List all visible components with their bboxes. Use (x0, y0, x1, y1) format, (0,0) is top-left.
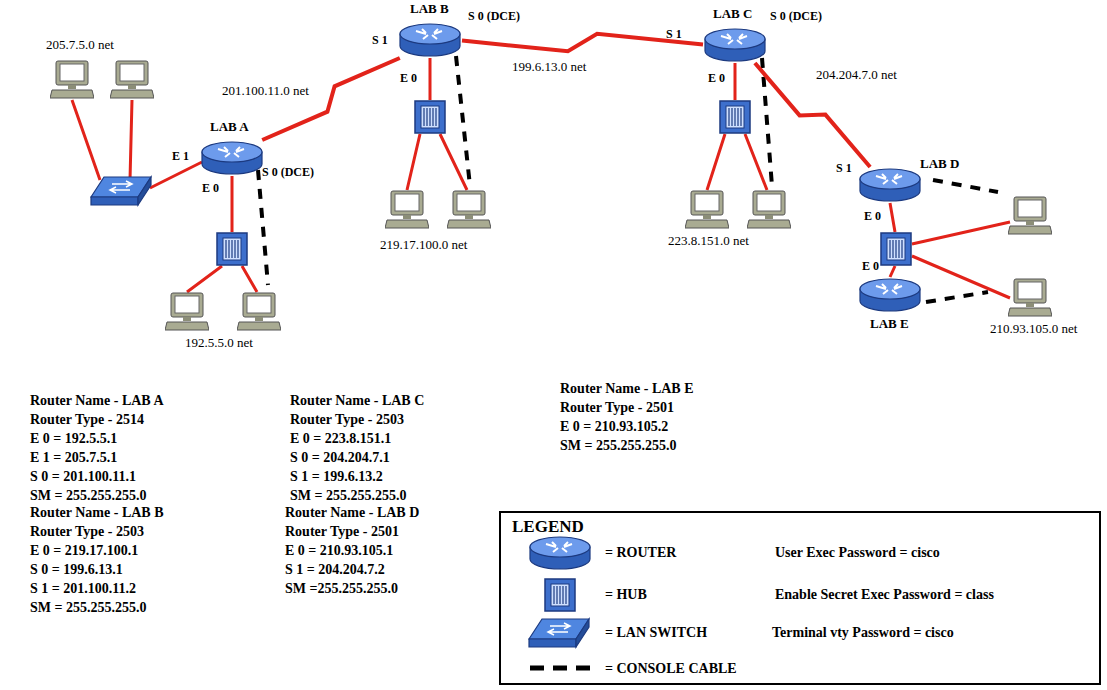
console-cables (258, 56, 998, 302)
serial-link (262, 58, 400, 140)
router-spec: E 1 = 205.7.5.1 (30, 450, 117, 466)
network-label: 219.17.100.0 net (380, 238, 467, 253)
router-spec: Router Name - LAB C (290, 393, 424, 409)
pc-icon (1008, 279, 1052, 316)
router-spec: E 0 = 210.93.105.2 (560, 419, 668, 435)
router-spec: S 0 = 199.6.13.1 (30, 562, 123, 578)
router-spec: SM = 255.255.255.0 (290, 488, 406, 504)
legend-text: = HUB (605, 587, 647, 603)
password-note: Terminal vty Password = cisco (772, 625, 954, 641)
router-icon (703, 27, 767, 63)
link-network-label: 199.6.13.0 net (512, 60, 586, 75)
link-network-label: 204.204.7.0 net (816, 68, 897, 83)
router: LAB D (858, 167, 922, 203)
lan-switch-icon (91, 177, 151, 205)
port-label: E 0 (400, 72, 417, 86)
legend-text: = LAN SWITCH (605, 625, 707, 641)
router-icon (858, 277, 922, 313)
legend-text: = ROUTER (605, 545, 676, 561)
hub-icon (720, 101, 750, 133)
pc-icon (237, 293, 281, 330)
network-label: 192.5.5.0 net (185, 336, 253, 351)
router-icon (858, 167, 922, 203)
password-note: User Exec Password = cisco (775, 545, 940, 561)
port-label: E 0 (864, 210, 881, 224)
router-spec: SM =255.255.255.0 (285, 581, 398, 597)
port-label: E 0 (708, 72, 725, 86)
router-spec: SM = 255.255.255.0 (30, 600, 146, 616)
router-spec: S 1 = 201.100.11.2 (30, 581, 136, 597)
router-spec: Router Type - 2503 (290, 412, 404, 428)
router: LAB B (398, 22, 462, 58)
pc-icon (50, 61, 94, 98)
pc-icon (747, 191, 791, 228)
legend-text: = CONSOLE CABLE (605, 661, 737, 677)
router-spec: SM = 255.255.255.0 (30, 488, 146, 504)
router-spec: E 0 = 192.5.5.1 (30, 431, 117, 447)
port-label: S 1 (372, 34, 388, 48)
router-spec: Router Type - 2503 (30, 524, 144, 540)
port-label: S 1 (836, 162, 852, 176)
router-name: LAB C (713, 7, 752, 22)
pc-icon (1008, 197, 1052, 234)
legend-router-icon (530, 537, 590, 569)
password-note: Enable Secret Exec Password = class (775, 587, 994, 603)
router-spec: S 0 = 204.204.7.1 (290, 450, 390, 466)
router-spec: Router Type - 2514 (30, 412, 144, 428)
router-spec: S 1 = 199.6.13.2 (290, 469, 383, 485)
port-label: S 1 (666, 28, 682, 42)
legend-hub-icon (545, 579, 575, 611)
legend-console-sample (530, 666, 590, 671)
hub-icon (217, 233, 247, 265)
pc-icon (165, 293, 209, 330)
router-icon (398, 22, 462, 58)
port-label: E 0 (862, 260, 879, 274)
router-name: LAB E (870, 317, 909, 332)
router-spec: Router Type - 2501 (285, 524, 399, 540)
port-label: S 0 (DCE) (262, 166, 314, 180)
pc-icon (385, 191, 429, 228)
network-label: 223.8.151.0 net (668, 234, 749, 249)
router-spec: Router Name - LAB B (30, 505, 164, 521)
router: LAB A (200, 140, 264, 176)
port-label: E 0 (202, 182, 219, 196)
router-name: LAB D (920, 157, 959, 172)
router-spec: Router Type - 2501 (560, 400, 674, 416)
router-spec: E 0 = 210.93.105.1 (285, 543, 393, 559)
router-icon (200, 140, 264, 176)
network-label: 210.93.105.0 net (990, 322, 1077, 337)
pc-icon (110, 61, 154, 98)
port-label: S 0 (DCE) (770, 10, 822, 24)
pc-icon (685, 191, 729, 228)
hub-icon (415, 101, 445, 133)
pc-icon (447, 191, 491, 228)
port-label: E 1 (172, 150, 189, 164)
router-name: LAB A (210, 120, 249, 135)
ethernet-wires (72, 58, 1010, 298)
router: LAB C (703, 27, 767, 63)
router-spec: E 0 = 219.17.100.1 (30, 543, 138, 559)
router-spec: Router Name - LAB A (30, 393, 164, 409)
port-label: S 0 (DCE) (468, 10, 520, 24)
hub-icon (881, 233, 911, 265)
link-network-label: 201.100.11.0 net (222, 84, 309, 99)
legend-heading: LEGEND (512, 517, 584, 537)
router-spec: Router Name - LAB E (560, 381, 694, 397)
network-label: 205.7.5.0 net (46, 38, 114, 53)
router-spec: SM = 255.255.255.0 (560, 438, 676, 454)
legend-frame (500, 512, 1100, 684)
router-spec: Router Name - LAB D (285, 505, 419, 521)
legend-switch-icon (529, 619, 589, 647)
router-spec: S 1 = 204.204.7.2 (285, 562, 385, 578)
router-spec: S 0 = 201.100.11.1 (30, 469, 136, 485)
router-spec: E 0 = 223.8.151.1 (290, 431, 391, 447)
router: LAB E (858, 277, 922, 313)
router-name: LAB B (410, 2, 449, 17)
